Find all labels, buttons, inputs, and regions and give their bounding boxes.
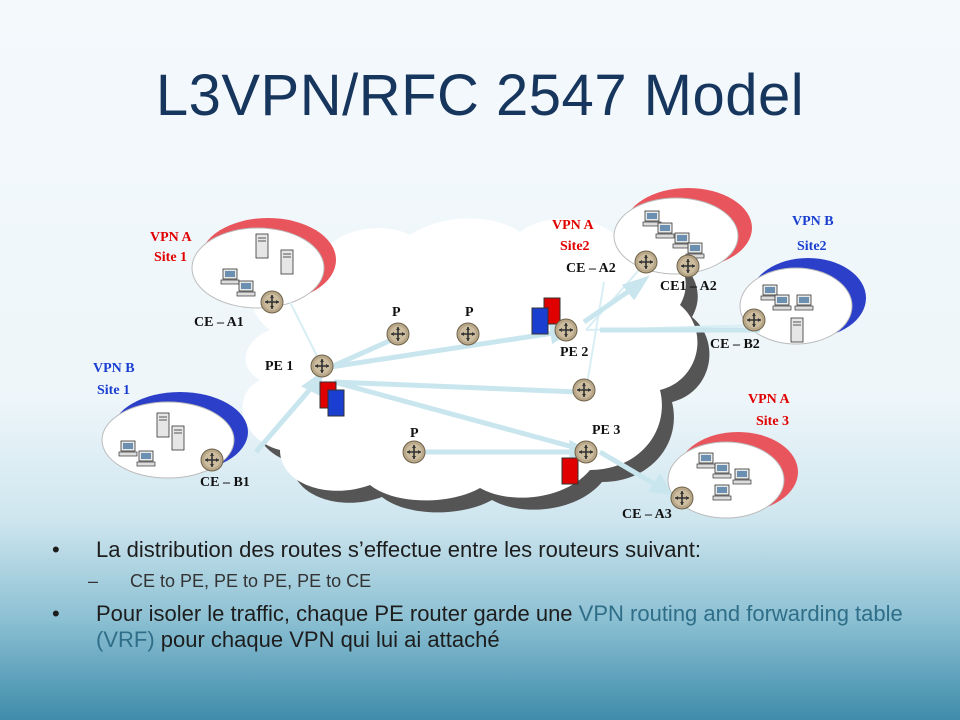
router-p-bottom-icon	[402, 440, 426, 464]
label-vpn-a-site2-site: Site2	[560, 239, 590, 254]
route-arrows	[254, 275, 760, 496]
bullet-text: La distribution des routes s’effectue en…	[96, 537, 701, 562]
bullet-text-before: Pour isoler le traffic, chaque PE router…	[96, 601, 573, 626]
router-p-mid-icon	[572, 378, 596, 402]
router-p-right-icon	[456, 322, 480, 346]
label-ce-a1: CE – A1	[194, 315, 244, 330]
router-ce-a3-icon	[670, 486, 694, 510]
label-vpn-a-site3: VPN A	[748, 392, 791, 407]
router-ce1-a2-icon	[676, 254, 700, 278]
vrf-b-pe1	[327, 389, 345, 417]
sub-bullet-text: CE to PE, PE to PE, PE to CE	[130, 571, 372, 591]
label-vpn-a-site3-site: Site 3	[756, 414, 789, 429]
router-p-left-icon	[386, 322, 410, 346]
bullet-list: • La distribution des routes s’effectue …	[52, 537, 932, 653]
router-ce-a1-icon	[260, 290, 284, 314]
sub-bullet-item: – CE to PE, PE to PE, PE to CE	[52, 569, 932, 593]
diagram-labels: VPN A Site 1 VPN B Site 1 VPN A Site2 VP…	[93, 214, 834, 522]
label-p-left: P	[392, 305, 401, 320]
bullet-highlight: VPN routing and forwarding table (VRF)	[96, 601, 903, 652]
router-ce-b1-icon	[200, 448, 224, 472]
bullet-dot-icon: •	[52, 537, 60, 562]
label-p-right: P	[465, 305, 474, 320]
label-ce-b1: CE – B1	[200, 475, 250, 490]
router-pe3-icon	[574, 440, 598, 464]
provider-cloud	[242, 218, 710, 513]
label-vpn-b-site2: VPN B	[792, 214, 834, 229]
label-vpn-a-site2: VPN A	[552, 218, 595, 233]
label-ce-a3: CE – A3	[622, 507, 672, 522]
label-p-bottom: P	[410, 426, 419, 441]
vrf-b-pe2	[531, 307, 549, 335]
dash-icon: –	[88, 571, 99, 591]
bullet-dot-icon: •	[52, 601, 60, 626]
label-vpn-b-site2-site: Site2	[797, 239, 827, 254]
vrf-tables	[319, 297, 579, 485]
label-pe1: PE 1	[265, 359, 293, 374]
label-vpn-a-site1: VPN A	[150, 230, 193, 245]
router-pe2-icon	[554, 318, 578, 342]
bullet-text-after: pour chaque VPN qui lui ai attaché	[160, 627, 500, 652]
router-ce-b2-icon	[742, 308, 766, 332]
router-pe1-icon	[310, 354, 334, 378]
cloud-vpn-a-site1	[191, 218, 336, 309]
router-ce-a2-icon	[634, 250, 658, 274]
label-ce-b2: CE – B2	[710, 337, 760, 352]
label-vpn-b-site1: VPN B	[93, 361, 135, 376]
page-title: L3VPN/RFC 2547 Model	[155, 63, 805, 128]
label-vpn-a-site1-site: Site 1	[154, 250, 187, 265]
label-ce1-a2: CE1 – A2	[660, 279, 717, 294]
label-ce-a2: CE – A2	[566, 261, 616, 276]
label-pe3: PE 3	[592, 423, 620, 438]
label-vpn-b-site1-site: Site 1	[97, 383, 130, 398]
vrf-a-pe3	[561, 457, 579, 485]
l3vpn-diagram: VPN A Site 1 VPN B Site 1 VPN A Site2 VP…	[93, 188, 866, 522]
bullet-item: • Pour isoler le traffic, chaque PE rout…	[52, 601, 932, 653]
bullet-item: • La distribution des routes s’effectue …	[52, 537, 932, 563]
label-pe2: PE 2	[560, 345, 588, 360]
